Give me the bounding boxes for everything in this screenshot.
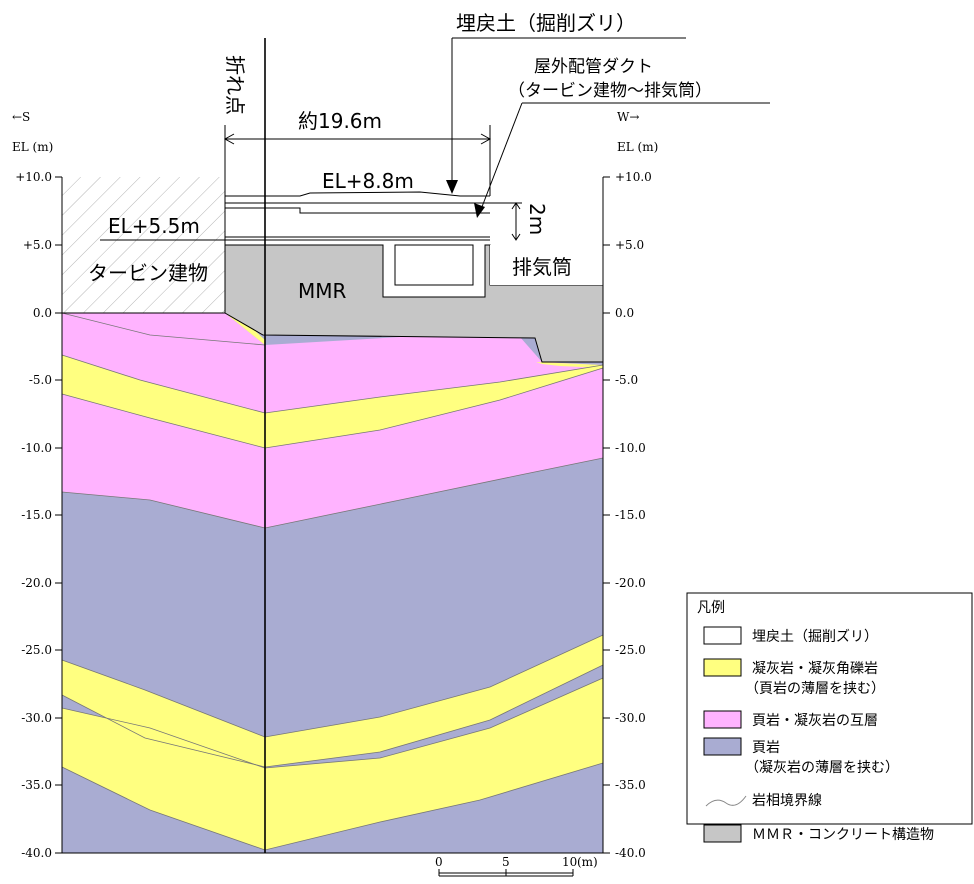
direction-left: ←S	[12, 110, 30, 124]
svg-text:凡例: 凡例	[697, 600, 725, 616]
duct-opening	[394, 244, 474, 286]
backfill-label: 埋戻土（掘削ズリ）	[456, 11, 636, 35]
duct-label-line2: （タービン建物～排気筒）	[508, 81, 712, 101]
svg-text:（頁岩の薄層を挟む）: （頁岩の薄層を挟む）	[745, 681, 885, 697]
turbine-building-label: タービン建物	[88, 261, 208, 285]
svg-text:-10.0: -10.0	[615, 441, 646, 455]
svg-text:-5.0: -5.0	[615, 373, 638, 387]
svg-text:5: 5	[502, 855, 510, 869]
thickness-label: 2m	[525, 203, 549, 235]
exhaust-stack	[490, 245, 603, 285]
legend-boundary-line-icon	[705, 795, 747, 807]
legend-swatch-mmr	[703, 824, 742, 843]
svg-text:+5.0: +5.0	[23, 238, 52, 252]
legend-swatch-shale	[703, 737, 742, 756]
backfill	[224, 177, 490, 245]
svg-text:-40.0: -40.0	[615, 846, 646, 860]
right-axis-labels: +10.0 +5.0 0.0 -5.0 -10.0 -15.0 -20.0 -2…	[615, 170, 652, 860]
left-axis-labels: +10.0 +5.0 0.0 -5.0 -10.0 -15.0 -20.0 -2…	[15, 170, 52, 860]
svg-text:-5.0: -5.0	[29, 373, 52, 387]
svg-text:-15.0: -15.0	[615, 508, 646, 522]
bend-point-label: 折れ点	[223, 55, 247, 115]
axis-ticks	[55, 176, 610, 854]
svg-text:0.0: 0.0	[615, 306, 634, 320]
lithologic-boundaries	[61, 312, 604, 851]
axis-unit-right: EL (m)	[617, 140, 658, 154]
svg-text:（凝灰岩の薄層を挟む）: （凝灰岩の薄層を挟む）	[745, 760, 899, 776]
mmr-label: MMR	[298, 279, 347, 303]
layer-yellow-lower	[62, 635, 603, 767]
svg-text:頁岩・凝灰岩の互層: 頁岩・凝灰岩の互層	[752, 713, 878, 729]
svg-text:凝灰岩・凝灰角礫岩: 凝灰岩・凝灰角礫岩	[752, 661, 878, 677]
svg-text:頁岩: 頁岩	[752, 740, 780, 756]
svg-text:ＭＭＲ・コンクリート構造物: ＭＭＲ・コンクリート構造物	[752, 827, 934, 843]
svg-text:0.0: 0.0	[33, 306, 52, 320]
exhaust-stack-label: 排気筒	[512, 255, 572, 279]
svg-text:-30.0: -30.0	[615, 711, 646, 725]
layer-yellow-right-wedge	[536, 362, 603, 368]
el-88-label: EL+8.8m	[322, 169, 414, 193]
axis-unit-left: EL (m)	[12, 140, 53, 154]
layer-yellow-upper	[62, 355, 603, 448]
svg-text:岩相境界線: 岩相境界線	[752, 793, 822, 809]
layer-yellow-bottom	[62, 678, 603, 850]
svg-text:10: 10	[562, 855, 577, 869]
turbine-building	[62, 177, 225, 313]
svg-text:+10.0: +10.0	[15, 170, 52, 184]
svg-text:-10.0: -10.0	[21, 441, 52, 455]
svg-text:+5.0: +5.0	[615, 238, 644, 252]
svg-text:-25.0: -25.0	[615, 643, 646, 657]
svg-text:-20.0: -20.0	[21, 576, 52, 590]
width-label: 約19.6m	[298, 109, 382, 133]
svg-text:-30.0: -30.0	[21, 711, 52, 725]
svg-text:-25.0: -25.0	[21, 643, 52, 657]
legend-swatch-alternation	[703, 710, 742, 729]
svg-text:0: 0	[435, 855, 443, 869]
direction-right: W→	[617, 110, 639, 124]
legend: 凡例 埋戻土（掘削ズリ） 凝灰岩・凝灰角礫岩 （頁岩の薄層を挟む） 頁岩・凝灰岩…	[686, 592, 973, 843]
legend-swatch-tuff	[703, 658, 742, 677]
svg-text:-35.0: -35.0	[21, 778, 52, 792]
el-55-label: EL+5.5m	[108, 214, 200, 238]
svg-text:-40.0: -40.0	[21, 846, 52, 860]
svg-text:-35.0: -35.0	[615, 778, 646, 792]
svg-text:-20.0: -20.0	[615, 576, 646, 590]
scale-bar: 0 5 10 (m)	[435, 855, 598, 877]
duct-label-line1: 屋外配管ダクト	[534, 57, 653, 77]
svg-text:埋戻土（掘削ズリ）: 埋戻土（掘削ズリ）	[752, 629, 878, 645]
svg-text:(m): (m)	[577, 855, 598, 869]
legend-swatch-backfill	[703, 626, 742, 645]
svg-text:+10.0: +10.0	[615, 170, 652, 184]
svg-text:-15.0: -15.0	[21, 508, 52, 522]
